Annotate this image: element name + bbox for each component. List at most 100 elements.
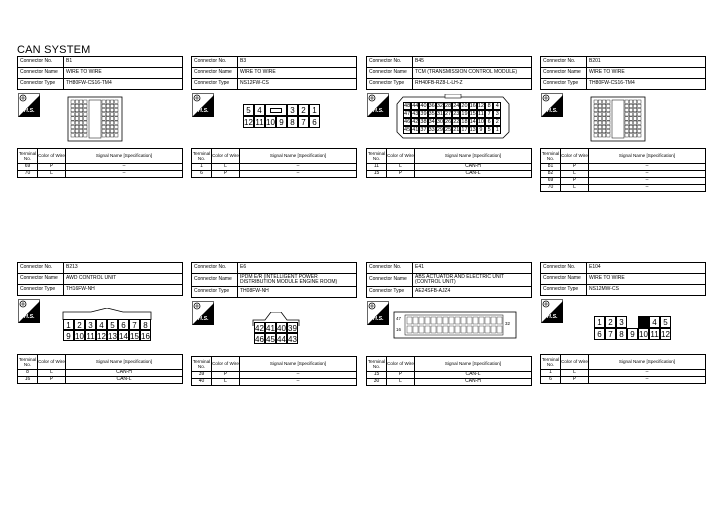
connector-name-value: TCM (TRANSMISSION CONTROL MODULE)	[412, 67, 532, 79]
pin-cell: 9	[476, 126, 485, 134]
signal-name-cell: CAN-L	[65, 376, 183, 384]
connector-name-value: WIRE TO WIRE	[63, 67, 183, 79]
color-of-wire-header: Color of Wire	[37, 148, 66, 164]
hs-icon: H.S.	[367, 301, 389, 325]
connector-no-value: E41	[412, 262, 532, 274]
terminal-no-cell: 11	[366, 163, 387, 171]
connector-type-label: Connector Type	[191, 78, 238, 90]
connector-no-value: B1	[63, 56, 183, 68]
connector-no-value: B45	[412, 56, 532, 68]
hs-icon: H.S.	[192, 93, 214, 117]
pin-cell: 4	[649, 316, 660, 328]
pin-cell: 7	[129, 319, 140, 330]
pin-cell: 7	[485, 110, 494, 118]
wire-color-cell: L	[560, 184, 589, 192]
terminal-no-cell: 16	[17, 376, 38, 384]
pin-cell: 14	[118, 330, 129, 341]
connector-type-label: Connector Type	[17, 284, 64, 296]
connector-name-label: Connector Name	[366, 273, 413, 287]
pin-cell: 42	[411, 118, 420, 126]
terminal-no-cell: 8	[17, 369, 38, 377]
wire-color-cell: P	[386, 170, 415, 178]
signal-name-header: Signal Name [Specification]	[588, 148, 706, 164]
connector-name-value: ABS ACTUATOR AND ELECTRIC UNIT (CONTROL …	[412, 273, 532, 287]
terminal-no-cell: 70	[17, 170, 38, 178]
hs-icon: H.S.	[541, 299, 563, 323]
color-of-wire-header: Color of Wire	[560, 354, 589, 370]
pin-cell: 45	[265, 333, 276, 344]
page-title: CAN SYSTEM	[17, 44, 91, 56]
connector-no-label: Connector No.	[17, 56, 64, 68]
pin-cell: 12	[96, 330, 107, 341]
connector-no-label: Connector No.	[366, 56, 413, 68]
pin-cell: 24	[452, 102, 461, 110]
pin-cell: 3	[493, 110, 502, 118]
wire-color-cell: P	[560, 163, 589, 171]
pin-cell: 7	[605, 328, 616, 340]
connector-no-value: B201	[586, 56, 706, 68]
wire-color-cell: L	[386, 378, 415, 386]
pin-cell: 34	[427, 118, 436, 126]
terminal-no-cell: 69	[540, 177, 561, 185]
pin-cell: 46	[254, 333, 265, 344]
pin-cell: 1	[594, 316, 605, 328]
signal-name-cell: –	[588, 376, 706, 384]
pin-cell: 9	[63, 330, 74, 341]
signal-name-cell: –	[588, 170, 706, 178]
pin-cell: 4	[254, 104, 265, 116]
connector-name-label: Connector Name	[17, 67, 64, 79]
connector-no-value: E104	[586, 262, 706, 274]
terminal-no-cell: 15	[366, 170, 387, 178]
pin-cell: 21	[452, 126, 461, 134]
connector-type-label: Connector Type	[17, 78, 64, 90]
pin-cell: 2	[74, 319, 85, 330]
connector-no-label: Connector No.	[191, 262, 238, 274]
pin-cell: 44	[276, 333, 287, 344]
pin-label: 47	[396, 316, 402, 321]
connector-face	[67, 96, 123, 144]
pin-cell: 6	[118, 319, 129, 330]
pin-cell: 15	[468, 110, 477, 118]
pin-label: 32	[505, 321, 511, 326]
connector-type-value: TH16FW-NH	[63, 284, 183, 296]
signal-name-cell: –	[239, 170, 357, 178]
wire-color-cell: L	[211, 163, 240, 171]
pin-cell: 1	[63, 319, 74, 330]
wire-color-cell: L	[37, 369, 66, 377]
connector-name-label: Connector Name	[540, 67, 587, 79]
pin-cell: 4	[493, 102, 502, 110]
connector-no-value: B3	[237, 56, 357, 68]
hs-icon: H.S.	[18, 299, 40, 323]
pin-cell: 30	[435, 118, 444, 126]
pin-cell: 47	[403, 110, 412, 118]
terminal-no-header: Terminal No.	[540, 354, 561, 370]
connector-name-value: WIRE TO WIRE	[586, 67, 706, 79]
pin-cell: 5	[485, 126, 494, 134]
connector-figure: H.S.	[540, 90, 706, 148]
pin-cell: 2	[298, 104, 309, 116]
pin-cell: 2	[605, 316, 616, 328]
terminal-no-cell: 6	[540, 376, 561, 384]
terminal-no-cell: 39	[191, 371, 212, 379]
connector-type-value: TH08FW-NH	[237, 286, 357, 298]
pin-cell: 12	[476, 102, 485, 110]
pin-cell: 37	[419, 126, 428, 134]
pin-cell: 8	[485, 102, 494, 110]
connector-name-value: AWD CONTROL UNIT	[63, 273, 183, 285]
